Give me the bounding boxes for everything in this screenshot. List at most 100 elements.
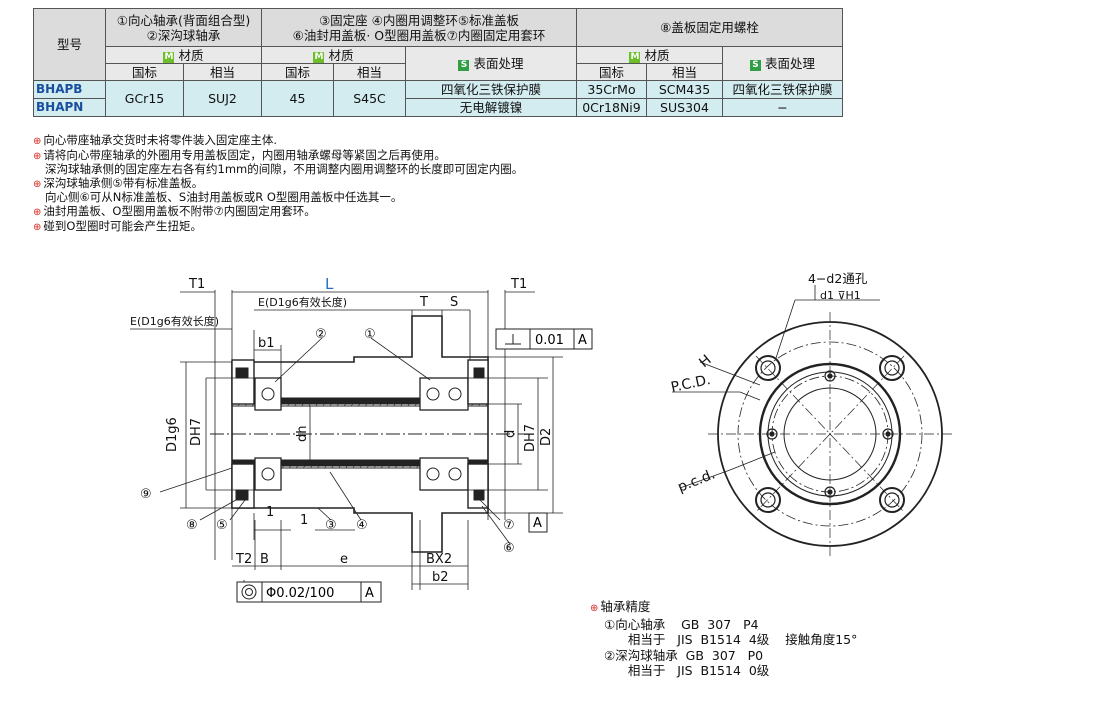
material-label: 材质 — [644, 47, 670, 63]
bearing-right-top — [419, 377, 469, 411]
dim-dh: dh — [295, 426, 310, 443]
tol-perp-value: 0.01 — [535, 333, 564, 348]
surface-badge: S — [749, 60, 761, 71]
table-cell: SUS304 — [646, 98, 723, 117]
callout-6: ⑥ — [503, 541, 515, 556]
material-label: 材质 — [178, 47, 204, 63]
header-group-housing: ③固定座 ④内圈用调整环⑤标准盖板 ⑥油封用盖板· O型圈用盖板⑦内圈固定用套环 — [261, 8, 577, 47]
bolt-icon — [235, 489, 249, 501]
tol-perp-datum: A — [578, 333, 587, 348]
material-badge: M — [313, 51, 325, 63]
housing-bore — [758, 362, 902, 506]
dim-H: H — [696, 352, 714, 371]
note-line: 向心侧⑥可从N标准盖板、S油封用盖板或R O型圈用盖板中任选其一。 — [33, 191, 523, 205]
dim-DH7-right: DH7 — [523, 424, 538, 452]
bolt-hole-icon — [879, 487, 905, 513]
spec-table: 型号 ①向心轴承(背面组合型) ②深沟球轴承 ③固定座 ④内圈用调整环⑤标准盖板… — [33, 8, 843, 117]
dim-one-b: 1 — [266, 505, 274, 520]
bolt-icon — [473, 489, 485, 501]
cover-left-top — [231, 359, 255, 405]
callout-1: ① — [364, 327, 376, 342]
bolt-icon — [473, 367, 485, 379]
pcd-circle — [737, 341, 923, 527]
dimension-lines — [130, 290, 563, 596]
table-cell: 无电解镀镍 — [405, 98, 577, 117]
material-badge: M — [629, 51, 641, 63]
datum-A-box — [528, 512, 548, 533]
tol-concentric-datum: A — [365, 586, 374, 601]
bearing-left-top — [254, 377, 282, 411]
note-mark-icon: ⊕ — [33, 206, 42, 218]
dim-d: d — [503, 430, 518, 438]
ball-icon — [261, 387, 275, 401]
dim-b2: b2 — [432, 570, 449, 585]
precision-title: 轴承精度 — [600, 599, 651, 614]
note-line: ⊕碰到O型圈时可能会产生扭矩。 — [33, 218, 523, 235]
precision-line: 相当于 JIS B1514 0级 — [604, 663, 770, 678]
surface-label: 表面处理 — [473, 56, 524, 71]
notes: ⊕向心带座轴承交货时未将零件装入固定座主体. ⊕请将向心带座轴承的外圈用专用盖板… — [33, 133, 524, 235]
dim-T: T — [419, 295, 428, 310]
header-model: 型号 — [33, 8, 106, 81]
header-group-bolts: ⑧盖板固定用螺栓 — [576, 8, 843, 47]
note-line: 深沟球轴承侧的固定座左右各有约1mm的间隙，不用调整内圈用调整环的长度即可固定内… — [33, 162, 524, 177]
dim-one-a: 1 — [300, 513, 308, 528]
surface-label: 表面处理 — [764, 56, 815, 71]
note-mark-icon: ⊕ — [33, 221, 42, 233]
note-mark-icon: ⊕ — [33, 150, 42, 162]
perpendicularity-frame: 0.01 A — [495, 328, 593, 350]
counterbore-label: d1 ⊽H1 — [820, 289, 861, 302]
dim-T2: T2 — [235, 552, 252, 567]
std-header: 国标 — [105, 63, 184, 81]
table-cell: SUJ2 — [183, 80, 262, 117]
material-badge: M — [163, 51, 175, 63]
note-text: 碰到O型圈时可能会产生扭矩。 — [43, 218, 202, 233]
dim-b1: b1 — [258, 336, 275, 351]
callout-9: ⑨ — [140, 487, 152, 502]
callout-3: ③ — [325, 518, 337, 533]
model-cell: BHAPN — [33, 98, 106, 117]
ball-icon — [426, 467, 440, 481]
precision-line: ②深沟球轴承 GB 307 P0 — [604, 647, 764, 663]
dim-T1-left: T1 — [188, 277, 205, 292]
datum-A-label: A — [533, 516, 542, 531]
tol-concentric-value: Φ0.02/100 — [266, 586, 334, 601]
callout-2: ② — [315, 327, 327, 342]
precision-line: 相当于 JIS B1514 4级 接触角度15° — [604, 632, 858, 647]
table-cell: 0Cr18Ni9 — [576, 98, 647, 117]
note-line: ⊕请将向心带座轴承的外圈用专用盖板固定，内圈用轴承螺母等紧固之后再使用。 — [33, 148, 523, 164]
dim-pcd-inner: p.c.d. — [676, 466, 718, 495]
front-view-drawing — [672, 285, 952, 556]
dim-T1-right: T1 — [510, 277, 527, 292]
note-text: 深沟球轴承侧的固定座左右各有约1mm的间隙，不用调整内圈用调整环的长度即可固定内… — [45, 162, 524, 177]
holes-label: 4−d2通孔 — [808, 271, 868, 286]
note-mark-icon: ⊕ — [33, 178, 42, 190]
precision-mark-icon: ⊕ — [590, 603, 599, 614]
dim-L: L — [325, 275, 334, 293]
note-text: 深沟球轴承侧⑤带有标准盖板。 — [43, 175, 204, 190]
cover-left-bottom — [231, 463, 255, 509]
cover-right-top — [467, 359, 489, 405]
bearing-right-bottom — [419, 457, 469, 491]
concentricity-frame: Φ0.02/100 A — [236, 581, 382, 603]
bolt-icon — [235, 367, 249, 379]
ball-icon — [261, 467, 275, 481]
shaft — [231, 401, 489, 465]
bolt-hole-icon — [755, 355, 781, 381]
material-label: 材质 — [328, 47, 354, 63]
callout-7: ⑦ — [503, 518, 515, 533]
table-cell: 四氧化三铁保护膜 — [722, 80, 843, 99]
bolt-hole-icon — [755, 487, 781, 513]
table-cell: SCM435 — [646, 80, 723, 99]
table-cell: S45C — [333, 80, 406, 117]
precision-title-line: ⊕轴承精度 — [590, 599, 857, 617]
callout-4: ④ — [356, 518, 368, 533]
cover-right-bottom — [467, 463, 489, 509]
precision-line: ①向心轴承 GB 307 P4 — [604, 616, 759, 632]
table-cell: − — [722, 98, 843, 117]
table-cell: 45 — [261, 80, 334, 117]
callout-5: ⑤ — [216, 518, 228, 533]
